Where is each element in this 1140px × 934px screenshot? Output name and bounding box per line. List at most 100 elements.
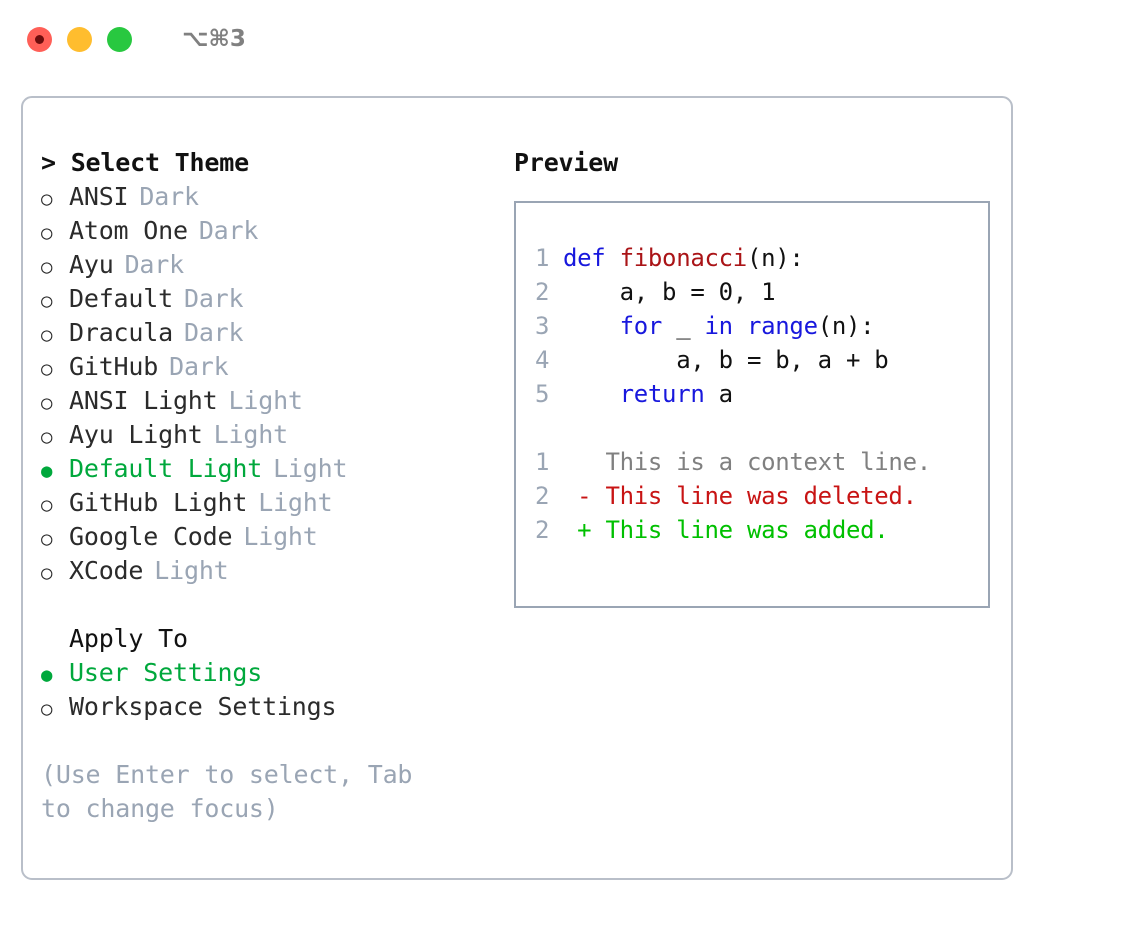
code-token: for xyxy=(619,312,663,340)
radio-selected-icon: ● xyxy=(41,664,53,686)
radio-unselected-icon: ○ xyxy=(41,494,53,516)
apply-to-option-workspace-settings[interactable]: ○ Workspace Settings xyxy=(41,690,493,724)
maximize-window-button[interactable] xyxy=(107,26,132,52)
radio-unselected-icon: ○ xyxy=(41,562,53,584)
code-token: _ xyxy=(662,312,705,340)
theme-option-label: XCode xyxy=(69,556,144,585)
code-line-text: return a xyxy=(563,377,734,411)
radio-unselected-icon: ○ xyxy=(41,324,53,346)
code-token: range xyxy=(746,312,818,340)
code-token: (n): xyxy=(746,244,804,272)
diff-line: 2 - This line was deleted. xyxy=(535,479,988,513)
code-line: 4 a, b = b, a + b xyxy=(535,343,988,377)
theme-variant-badge: Light xyxy=(258,488,333,517)
radio-unselected-icon: ○ xyxy=(41,392,53,414)
code-line-text: for _ in range(n): xyxy=(563,309,875,343)
window-controls xyxy=(27,26,132,52)
code-line-text: This is a context line. xyxy=(563,445,931,479)
theme-option-label: Google Code xyxy=(69,522,233,551)
code-line: 1 def fibonacci(n): xyxy=(535,241,988,275)
code-token: This is a context line. xyxy=(563,448,931,476)
code-line-text: a, b = 0, 1 xyxy=(563,275,776,309)
theme-variant-badge: Dark xyxy=(169,352,229,381)
theme-option-label: Ayu Light xyxy=(69,420,203,449)
theme-option-ayu-light[interactable]: ○ Ayu Light Light xyxy=(41,418,493,452)
apply-to-option-label: User Settings xyxy=(69,658,263,687)
code-token: fibonacci xyxy=(619,244,748,272)
theme-option-label: Atom One xyxy=(69,216,188,245)
radio-unselected-icon: ○ xyxy=(41,256,53,278)
theme-option-github-light[interactable]: ○ GitHub Light Light xyxy=(41,486,493,520)
list-spacer xyxy=(41,588,493,622)
line-number: 2 xyxy=(535,516,550,544)
select-theme-header: > Select Theme xyxy=(41,148,249,177)
theme-option-label: GitHub Light xyxy=(69,488,248,517)
theme-option-default-light[interactable]: ● Default Light Light xyxy=(41,452,493,486)
theme-variant-badge: Light xyxy=(273,454,348,483)
code-token: a xyxy=(704,380,733,408)
theme-option-label: Default Light xyxy=(69,454,263,483)
radio-unselected-icon: ○ xyxy=(41,698,53,720)
code-token xyxy=(563,312,620,340)
theme-variant-badge: Dark xyxy=(124,250,185,279)
code-line-text: - This line was deleted. xyxy=(563,479,917,513)
code-token xyxy=(733,312,747,340)
radio-unselected-icon: ○ xyxy=(41,222,53,244)
code-token: - This line was deleted. xyxy=(563,482,917,510)
keyboard-hint-text: (Use Enter to select, Tab to change focu… xyxy=(41,760,413,823)
line-number: 1 xyxy=(535,244,550,272)
theme-variant-badge: Light xyxy=(213,420,288,449)
code-token xyxy=(563,380,620,408)
code-token: (n): xyxy=(817,312,875,340)
line-number: 5 xyxy=(535,380,550,408)
radio-unselected-icon: ○ xyxy=(41,188,53,210)
code-line-text: def fibonacci(n): xyxy=(563,241,804,275)
theme-variant-badge: Dark xyxy=(183,284,244,313)
theme-variant-badge: Light xyxy=(228,386,303,415)
apply-to-option-label: Workspace Settings xyxy=(69,692,337,721)
code-token: a, b = 0, 1 xyxy=(563,278,776,306)
line-number: 2 xyxy=(535,482,550,510)
code-token: return xyxy=(619,380,705,408)
apply-to-option-user-settings[interactable]: ● User Settings xyxy=(41,656,493,690)
radio-unselected-icon: ○ xyxy=(41,426,53,448)
code-line-text: + This line was added. xyxy=(563,513,889,547)
diff-sample: 1 This is a context line.2 - This line w… xyxy=(535,445,988,547)
theme-option-dracula[interactable]: ○ Dracula Dark xyxy=(41,316,493,350)
radio-unselected-icon: ○ xyxy=(41,290,53,312)
radio-selected-icon: ● xyxy=(41,460,53,482)
code-line: 2 a, b = 0, 1 xyxy=(535,275,988,309)
close-window-button[interactable] xyxy=(27,26,52,52)
radio-unselected-icon: ○ xyxy=(41,528,53,550)
radio-unselected-icon: ○ xyxy=(41,358,53,380)
code-line: 3 for _ in range(n): xyxy=(535,309,988,343)
theme-option-label: Dracula xyxy=(69,318,173,347)
diff-line: 2 + This line was added. xyxy=(535,513,988,547)
code-token: in xyxy=(704,312,734,340)
minimize-window-button[interactable] xyxy=(67,26,92,52)
theme-option-ansi-light[interactable]: ○ ANSI Light Light xyxy=(41,384,493,418)
apply-to-list[interactable]: ● User Settings ○ Workspace Settings xyxy=(41,656,493,724)
code-token: def xyxy=(563,244,620,272)
title-bar: ⌥⌘3 xyxy=(0,0,1140,78)
theme-variant-badge: Dark xyxy=(139,182,199,211)
theme-variant-badge: Light xyxy=(243,522,318,551)
theme-variant-badge: Dark xyxy=(183,318,244,347)
diff-line: 1 This is a context line. xyxy=(535,445,988,479)
theme-option-google-code[interactable]: ○ Google Code Light xyxy=(41,520,493,554)
line-number: 2 xyxy=(535,278,550,306)
code-line-text: a, b = b, a + b xyxy=(563,343,889,377)
theme-option-label: ANSI Light xyxy=(69,386,218,415)
code-diff-separator xyxy=(535,411,988,445)
